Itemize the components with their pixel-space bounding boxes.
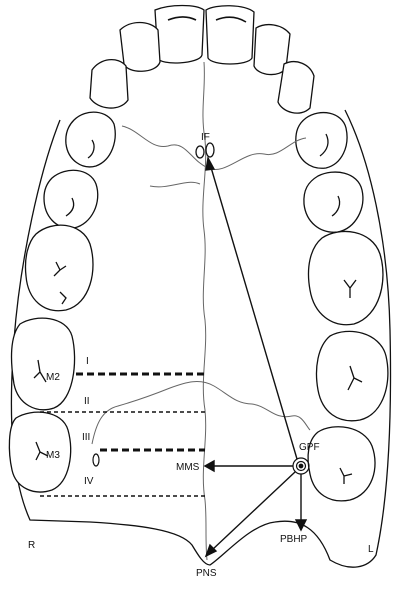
tooth-molar-2-right bbox=[10, 317, 76, 411]
tooth-canine-left bbox=[277, 61, 315, 114]
gpf-to-pns-line bbox=[211, 471, 296, 551]
right-side-label: R bbox=[28, 540, 35, 551]
mms-label: MMS bbox=[176, 462, 200, 473]
palate-outline bbox=[10, 109, 392, 568]
gpf-label: GPF bbox=[299, 442, 320, 453]
gpf-to-pns-arrowhead bbox=[204, 543, 218, 558]
incisive-foramen-label: IF bbox=[201, 132, 210, 143]
pbhp-label: PBHP bbox=[280, 534, 308, 545]
tooth-premolar-2-left bbox=[303, 171, 364, 233]
tooth-premolar-2-right bbox=[43, 169, 99, 229]
right-greater-palatine-foramen bbox=[92, 453, 100, 467]
gpf-to-mms-arrowhead bbox=[203, 459, 215, 473]
reference-levels bbox=[40, 372, 205, 497]
left-posterior-teeth bbox=[295, 111, 389, 502]
transverse-palatine-suture bbox=[91, 381, 311, 445]
level-1-label: I bbox=[86, 356, 89, 367]
tooth-lateral-incisor-right bbox=[119, 21, 161, 72]
incisive-foramen bbox=[195, 142, 215, 159]
tooth-central-incisor-left bbox=[205, 5, 255, 65]
gpf-to-if-arrowhead bbox=[205, 155, 216, 171]
anterior-teeth bbox=[89, 4, 315, 114]
level-4-label: IV bbox=[84, 476, 94, 487]
left-side-label: L bbox=[368, 544, 374, 555]
tooth-molar-3-left bbox=[307, 426, 376, 502]
m2-label: M2 bbox=[46, 372, 60, 383]
right-posterior-teeth bbox=[8, 111, 116, 493]
level-2-label: II bbox=[84, 396, 90, 407]
greater-palatine-foramen bbox=[292, 457, 310, 475]
tooth-molar-1-left bbox=[307, 230, 384, 326]
gpf-to-pbhp-arrowhead bbox=[294, 519, 308, 532]
tooth-central-incisor-right bbox=[154, 4, 205, 64]
measurement-lines bbox=[203, 155, 308, 558]
pns-label: PNS bbox=[196, 568, 217, 579]
tooth-molar-2-left bbox=[315, 330, 389, 422]
tooth-canine-right bbox=[89, 59, 129, 109]
gpf-to-if-line bbox=[209, 163, 298, 460]
tooth-premolar-1-right bbox=[65, 111, 116, 168]
level-3-label: III bbox=[82, 432, 90, 443]
tooth-premolar-1-left bbox=[295, 111, 348, 169]
m3-label: M3 bbox=[46, 450, 60, 461]
